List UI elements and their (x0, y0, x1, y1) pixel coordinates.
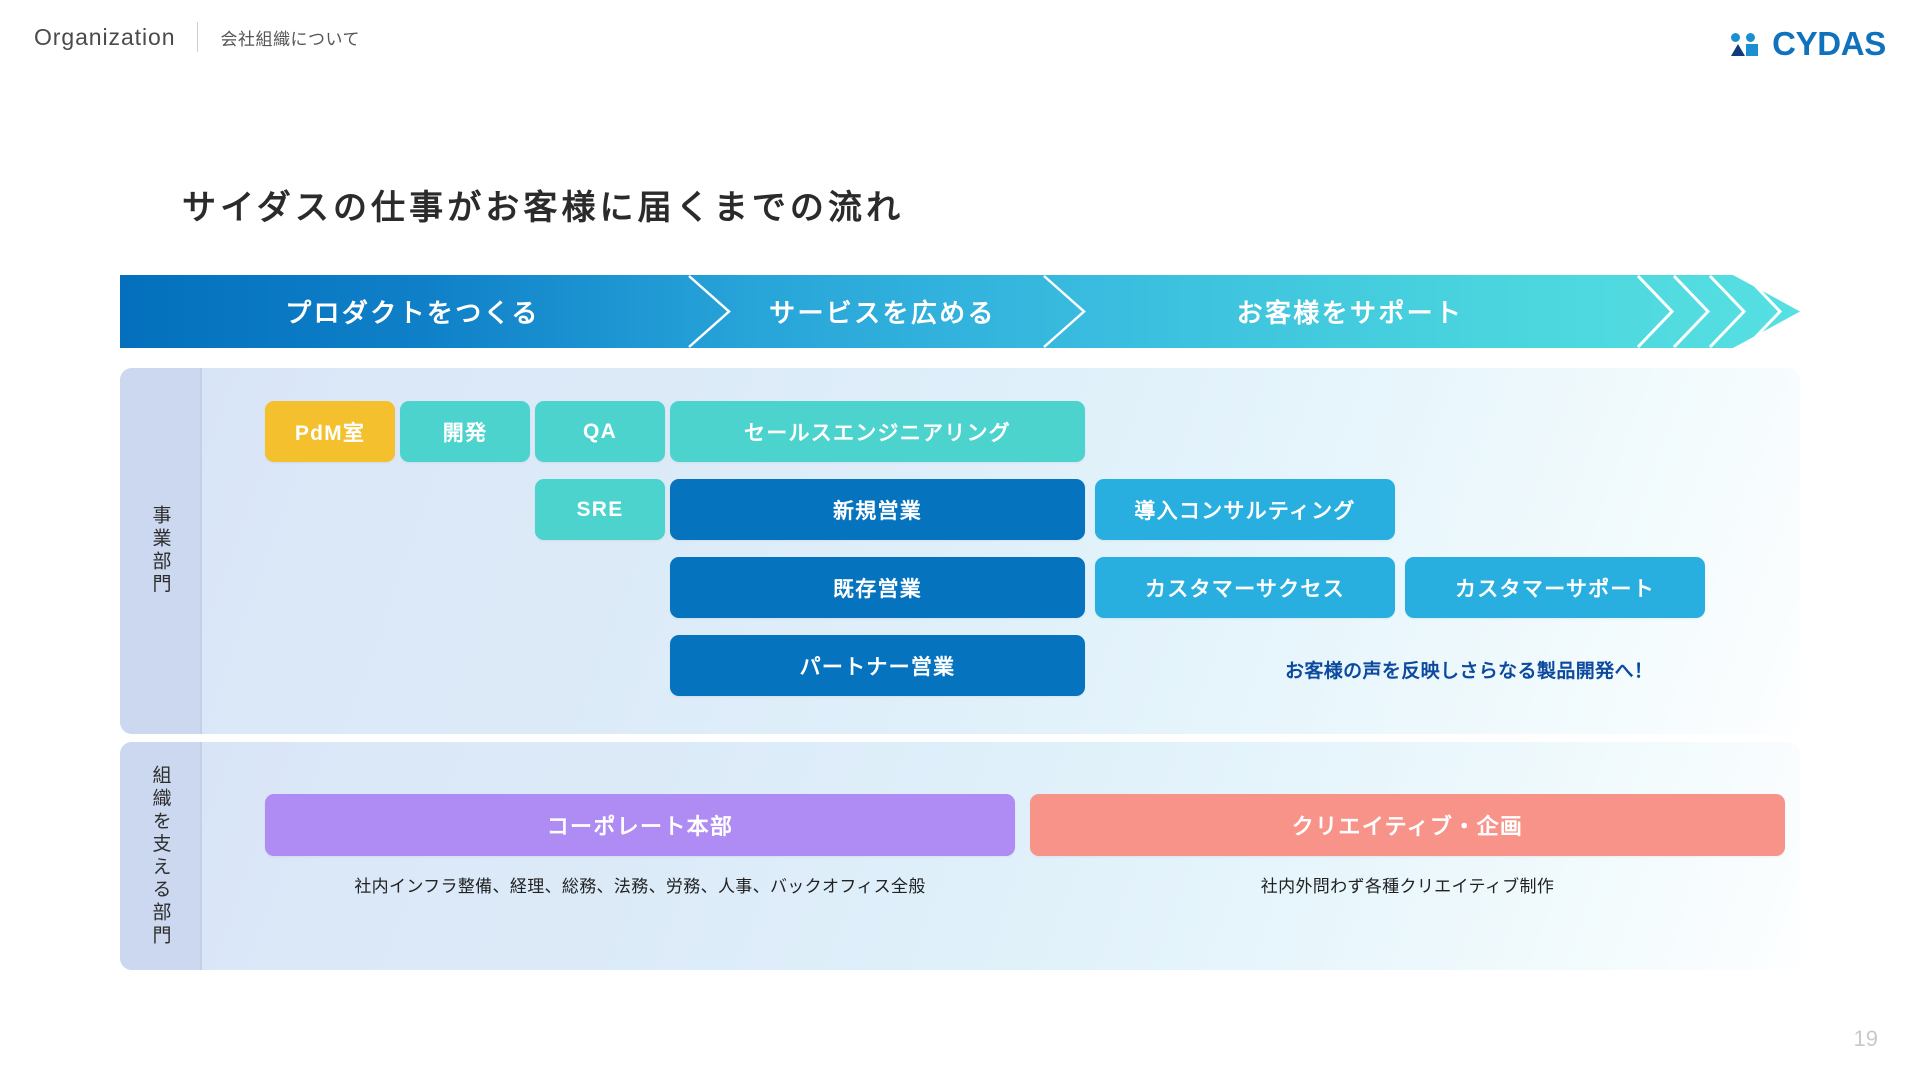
dept-box-label: 導入コンサルティング (1134, 499, 1356, 523)
flow-stage-label: プロダクトをつくる (285, 298, 540, 328)
dept-box[interactable]: 開発 (400, 401, 530, 462)
dept-box-label: パートナー営業 (799, 655, 956, 679)
page-number: 19 (1853, 1026, 1878, 1051)
header-subtitle: 会社組織について (220, 29, 361, 49)
dept-box-label: PdM室 (294, 421, 366, 445)
section-rail-label: 組織を支える部門 (149, 764, 171, 948)
flow-banner: プロダクトをつくる サービスを広める お客様をサポート (120, 274, 1819, 349)
section-business-departments: 事業部門 PdM室 開発 QA セールスエンジニアリング SRE 新規営業 導入コンサルティ… (120, 368, 1800, 734)
flow-banner-background (120, 275, 1800, 348)
dept-box-label: 新規営業 (832, 499, 923, 523)
dept-box[interactable]: カスタマーサポート (1405, 557, 1705, 618)
dept-box[interactable]: 新規営業 (670, 479, 1085, 540)
section-support-departments: 組織を支える部門 コーポレート本部 クリエイティブ・企画社内インフラ整備、経理、総… (120, 742, 1800, 970)
dept-box-label: コーポレート本部 (546, 814, 734, 839)
header-title: Organization (34, 23, 176, 50)
cydas-logo: CYDAS (1731, 25, 1886, 63)
flow-tail-chevron-icon (1744, 274, 1784, 349)
dept-box[interactable]: クリエイティブ・企画 (1030, 794, 1785, 856)
dept-box-label: QA (582, 419, 618, 443)
dept-box-label: クリエイティブ・企画 (1291, 814, 1524, 839)
dept-box[interactable]: セールスエンジニアリング (670, 401, 1085, 462)
flow-stage-label: お客様をサポート (1236, 298, 1464, 328)
dept-box-label: セールスエンジニアリング (743, 421, 1012, 445)
cydas-logo-mark-icon (1731, 31, 1765, 57)
dept-box[interactable]: 既存営業 (670, 557, 1085, 618)
flow-stage-label: サービスを広める (769, 298, 996, 328)
section-rail (120, 368, 200, 734)
dept-box[interactable]: QA (535, 401, 665, 462)
flow-stage-1[interactable]: プロダクトをつくる (120, 275, 705, 348)
dept-box[interactable]: カスタマーサクセス (1095, 557, 1395, 618)
dept-caption: 社内外問わず各種クリエイティブ制作 (1260, 877, 1555, 896)
section-rail-label: 事業部門 (149, 505, 171, 597)
dept-box-label: カスタマーサポート (1455, 577, 1655, 601)
section-background (120, 742, 1800, 970)
page-title: サイダスの仕事がお客様に届くまでの流れ (182, 189, 905, 227)
feedback-note: お客様の声を反映しさらなる製品開発へ！ (1285, 661, 1654, 682)
slide-header: Organization 会社組織について CYDAS (0, 0, 1920, 80)
flow-stage-separator-icon (685, 275, 743, 348)
breadcrumb: Organization 会社組織について (34, 22, 360, 52)
flow-stage-3[interactable]: お客様をサポート (1060, 275, 1640, 348)
section-rail-divider (200, 368, 202, 734)
dept-box[interactable]: 導入コンサルティング (1095, 479, 1395, 540)
dept-box-label: 既存営業 (832, 577, 923, 601)
section-rail (120, 742, 200, 970)
dept-box-label: カスタマーサクセス (1145, 577, 1345, 601)
dept-box-label: SRE (576, 497, 624, 521)
flow-tail-chevron-icon (1780, 274, 1820, 349)
flow-tail-chevron-icon (1636, 274, 1676, 349)
dept-box[interactable]: パートナー営業 (670, 635, 1085, 696)
dept-box-label: 開発 (442, 421, 488, 445)
dept-box[interactable]: PdM室 (265, 401, 395, 462)
dept-caption: 社内インフラ整備、経理、総務、法務、労務、人事、バックオフィス全般 (354, 877, 926, 896)
flow-stage-separator-icon (1040, 275, 1098, 348)
flow-tail-chevron-icon (1672, 274, 1712, 349)
dept-box[interactable]: コーポレート本部 (265, 794, 1015, 856)
cydas-logo-text: CYDAS (1772, 25, 1886, 62)
flow-tail-chevron-icon (1708, 274, 1748, 349)
flow-stage-2[interactable]: サービスを広める (705, 275, 1060, 348)
header-divider (197, 22, 199, 52)
dept-box[interactable]: SRE (535, 479, 665, 540)
section-rail-divider (200, 742, 202, 970)
